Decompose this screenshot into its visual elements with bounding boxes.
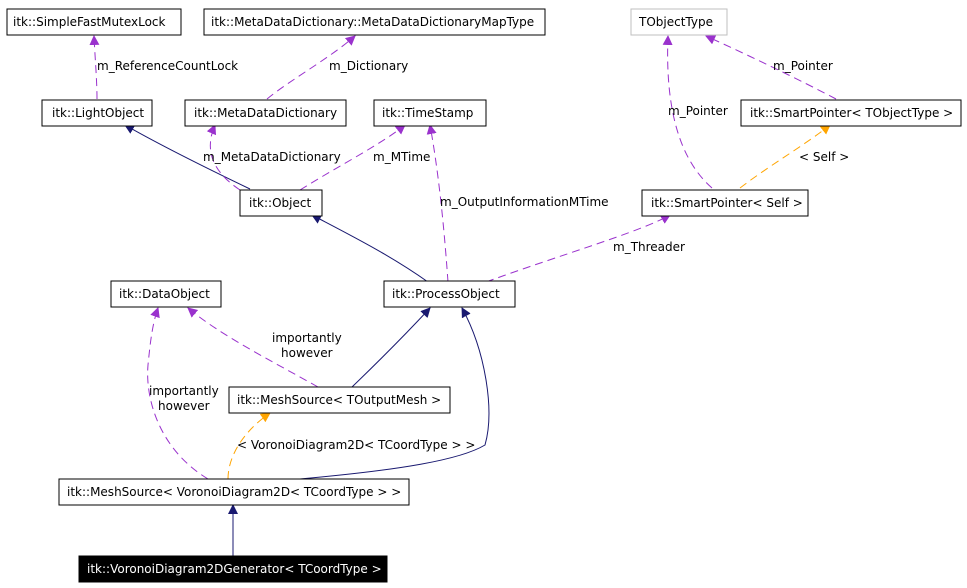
node-process-object[interactable]: itk::ProcessObject (383, 280, 516, 308)
edge-smartpointer-self-to-tobjecttype (662, 35, 713, 189)
node-meta-data-dictionary[interactable]: itk::MetaDataDictionary (184, 99, 347, 127)
node-mesh-source-toutput-mesh[interactable]: itk::MeshSource< TOutputMesh > (228, 386, 451, 414)
edge-process-object-inherits-object (311, 214, 429, 283)
label-self: < Self > (799, 150, 849, 164)
label-voronoi-template: < VoronoiDiagram2D< TCoordType > > (237, 438, 475, 452)
node-light-object-label: itk::LightObject (52, 106, 144, 120)
label-m-meta-data-dictionary: m_MetaDataDictionary (203, 150, 341, 164)
node-simple-fast-mutex-lock[interactable]: itk::SimpleFastMutexLock (6, 8, 182, 36)
label-m-pointer-left: m_Pointer (668, 104, 728, 118)
node-mesh-source-voronoi-label: itk::MeshSource< VoronoiDiagram2D< TCoor… (67, 485, 401, 499)
edges (89, 35, 837, 556)
node-process-object-label: itk::ProcessObject (392, 287, 500, 301)
node-meta-data-dictionary-map-type-label: itk::MetaDataDictionary::MetaDataDiction… (211, 15, 534, 29)
node-simple-fast-mutex-lock-label: itk::SimpleFastMutexLock (13, 15, 166, 29)
edge-meshsource-to-dataobject (187, 307, 319, 388)
label-m-output-information-mtime: m_OutputInformationMTime (440, 195, 609, 209)
node-meta-data-dictionary-map-type[interactable]: itk::MetaDataDictionary::MetaDataDiction… (203, 8, 546, 36)
label-importantly-however-mid-line1: importantly (272, 331, 342, 345)
node-data-object[interactable]: itk::DataObject (110, 280, 222, 308)
node-smart-pointer-self[interactable]: itk::SmartPointer< Self > (641, 189, 809, 217)
label-m-reference-count-lock: m_ReferenceCountLock (97, 59, 238, 73)
node-meta-data-dictionary-label: itk::MetaDataDictionary (194, 106, 337, 120)
label-m-threader: m_Threader (613, 240, 685, 254)
node-mesh-source-toutput-mesh-label: itk::MeshSource< TOutputMesh > (237, 393, 441, 407)
label-m-dictionary: m_Dictionary (329, 59, 408, 73)
edge-meshsource-voronoi-template (227, 412, 271, 480)
node-object[interactable]: itk::Object (239, 189, 323, 217)
node-object-label: itk::Object (249, 196, 311, 210)
edge-meshsource-inherits-process-object (351, 307, 431, 388)
edge-object-inherits-light-object (124, 124, 251, 190)
edge-light-object-to-mutex-lock (89, 35, 100, 100)
node-tobject-type: TObjectType (630, 8, 728, 36)
edge-object-to-dictionary (206, 124, 241, 191)
label-importantly-however-left: importantly however (149, 384, 223, 413)
label-importantly-however-left-line2: however (158, 399, 210, 413)
node-time-stamp-label: itk::TimeStamp (382, 106, 473, 120)
edge-labels: m_ReferenceCountLock m_Dictionary m_Poin… (97, 59, 849, 452)
label-importantly-however-mid: importantly however (272, 331, 346, 360)
edge-object-to-timestamp (299, 124, 406, 191)
node-voronoi-generator[interactable]: itk::VoronoiDiagram2DGenerator< TCoordTy… (78, 555, 388, 583)
edge-smartpointer-template (739, 124, 831, 189)
label-m-mtime: m_MTime (373, 150, 430, 164)
edge-smartpointer-to-tobjecttype-right (705, 35, 837, 100)
edge-process-object-to-smartpointer-self (485, 214, 671, 283)
node-data-object-label: itk::DataObject (119, 287, 210, 301)
node-voronoi-generator-label: itk::VoronoiDiagram2DGenerator< TCoordTy… (87, 562, 382, 576)
nodes: itk::SimpleFastMutexLock itk::MetaDataDi… (6, 8, 962, 583)
node-smart-pointer-tobject-type[interactable]: itk::SmartPointer< TObjectType > (740, 99, 962, 127)
label-m-pointer-top: m_Pointer (773, 59, 833, 73)
edge-process-object-to-timestamp (426, 124, 449, 283)
edge-meshsource-voronoi-to-dataobject (147, 307, 209, 480)
node-time-stamp[interactable]: itk::TimeStamp (373, 99, 487, 127)
node-light-object[interactable]: itk::LightObject (41, 99, 153, 127)
edge-dictionary-to-map-type (266, 35, 356, 100)
label-importantly-however-left-line1: importantly (149, 384, 219, 398)
label-importantly-however-mid-line2: however (281, 346, 333, 360)
node-smart-pointer-tobject-type-label: itk::SmartPointer< TObjectType > (750, 106, 953, 120)
node-smart-pointer-self-label: itk::SmartPointer< Self > (651, 196, 803, 210)
node-mesh-source-voronoi[interactable]: itk::MeshSource< VoronoiDiagram2D< TCoor… (58, 478, 410, 506)
node-tobject-type-label: TObjectType (638, 15, 713, 29)
edge-meshsource-voronoi-inherits-process-object (299, 307, 490, 480)
